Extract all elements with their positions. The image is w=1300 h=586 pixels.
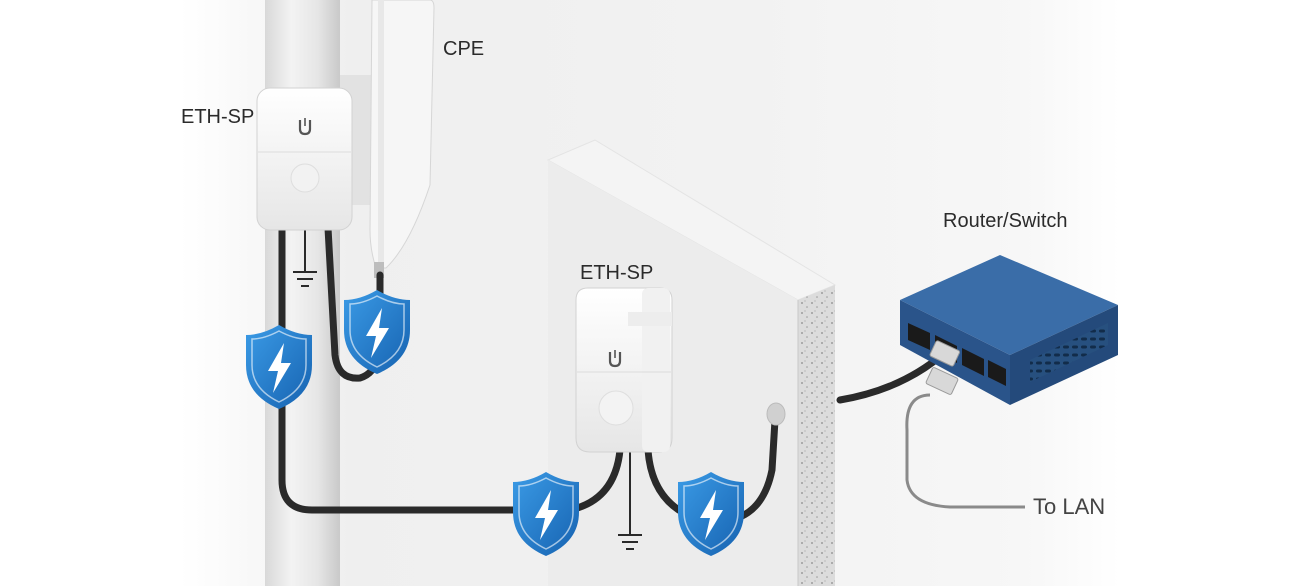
ethernet-port — [908, 323, 930, 350]
surge-shields — [246, 290, 744, 556]
lan-cable — [905, 393, 1025, 509]
ground-wires — [304, 228, 631, 535]
cable-pole-to-wall — [278, 224, 524, 514]
label-router-switch: Router/Switch — [943, 210, 1068, 232]
lightning-shield-icon — [246, 325, 312, 409]
rj45-plug — [925, 367, 959, 395]
wall-cable-hole — [766, 402, 786, 426]
lightning-shield-icon — [344, 290, 410, 374]
ubiquiti-logo-icon — [608, 352, 622, 368]
lightning-shield-icon — [678, 472, 744, 556]
ubiquiti-logo-icon — [298, 120, 312, 136]
ground-symbol-icon — [293, 271, 317, 287]
ethernet-port — [962, 348, 984, 376]
router-switch — [900, 255, 1118, 405]
label-to-lan: To LAN — [1033, 494, 1106, 519]
router-vent — [1030, 323, 1108, 382]
ground-symbol-icon — [618, 534, 642, 550]
eth-sp-device-wall — [575, 287, 673, 453]
eth-sp-device-pole — [256, 87, 353, 231]
label-eth-sp-pole: ETH-SP — [181, 106, 255, 128]
label-eth-sp-wall: ETH-SP — [580, 262, 654, 284]
label-cpe: CPE — [443, 38, 485, 60]
ethernet-port — [988, 360, 1006, 386]
rj45-plug — [929, 340, 961, 367]
lightning-shield-icon — [513, 472, 579, 556]
